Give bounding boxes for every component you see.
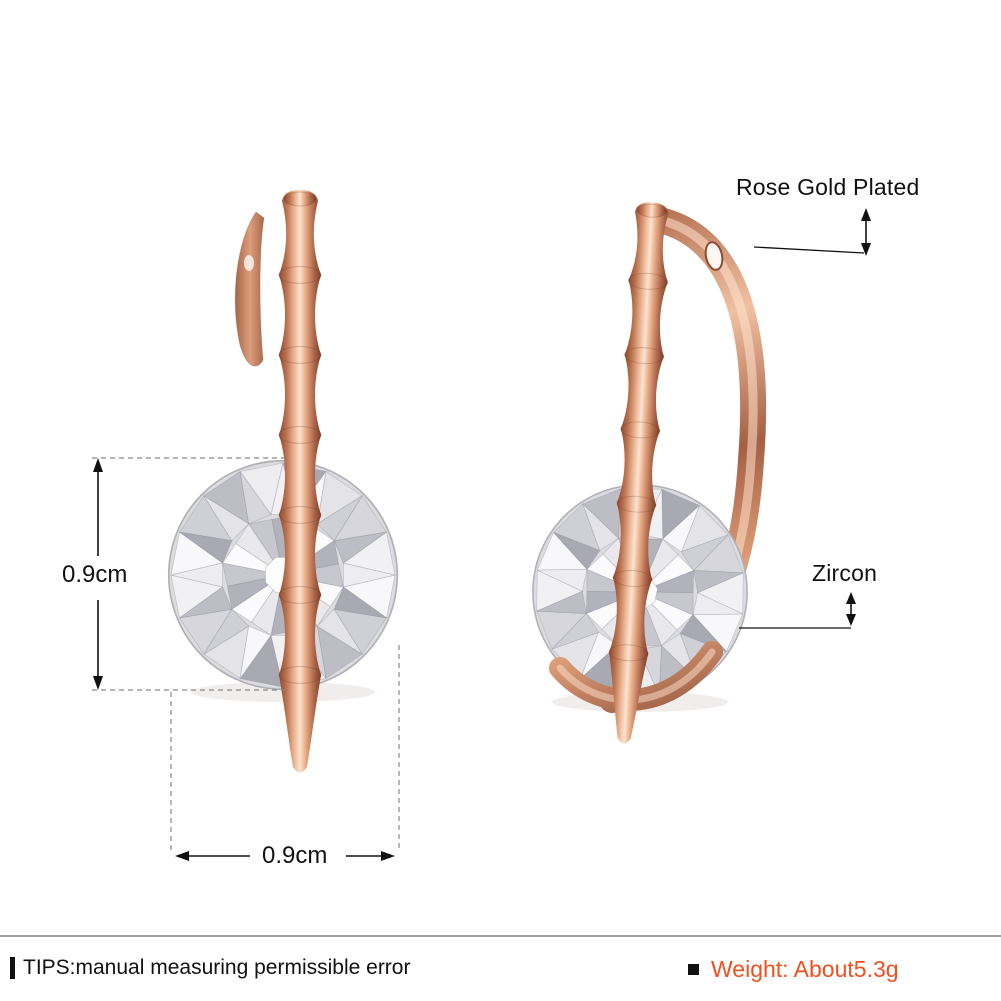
right-earring: [532, 200, 767, 745]
height-arrow-down-head: [93, 676, 103, 690]
right-earring-latch-hole: [704, 241, 724, 271]
zircon-label: Zircon: [812, 560, 878, 586]
height-arrow-up-head: [93, 458, 103, 472]
measurement-annotations: [92, 208, 871, 861]
left-earring: [167, 189, 399, 773]
tips-accent-bar: [10, 957, 15, 979]
left-zircon-stone: [167, 459, 399, 691]
tips-text: TIPS:manual measuring permissible error: [23, 956, 411, 979]
width-arrow-right-head: [381, 851, 395, 861]
rose-gold-arrow-up-head: [861, 208, 871, 221]
weight-note: Weight: About5.3g: [688, 956, 899, 983]
tips-note: TIPS:manual measuring permissible error: [10, 956, 410, 980]
footer-divider: [0, 935, 1001, 937]
stone-height-label: 0.9cm: [62, 561, 128, 588]
left-earring-latch: [234, 211, 265, 367]
stone-width-label: 0.9cm: [262, 842, 328, 869]
rose-gold-leader-line: [753, 246, 865, 254]
left-earring-hinge-highlight: [244, 255, 254, 271]
left-earring-bamboo-post: [278, 189, 322, 773]
rose-gold-plated-label: Rose Gold Plated: [736, 174, 920, 200]
rose-gold-arrow-down-head: [861, 243, 871, 256]
zircon-arrow-up-head: [846, 592, 856, 604]
weight-text: Weight: About5.3g: [711, 956, 899, 982]
zircon-arrow-down-head: [846, 614, 856, 626]
width-arrow-left-head: [175, 851, 189, 861]
weight-bullet-square: [688, 964, 699, 975]
